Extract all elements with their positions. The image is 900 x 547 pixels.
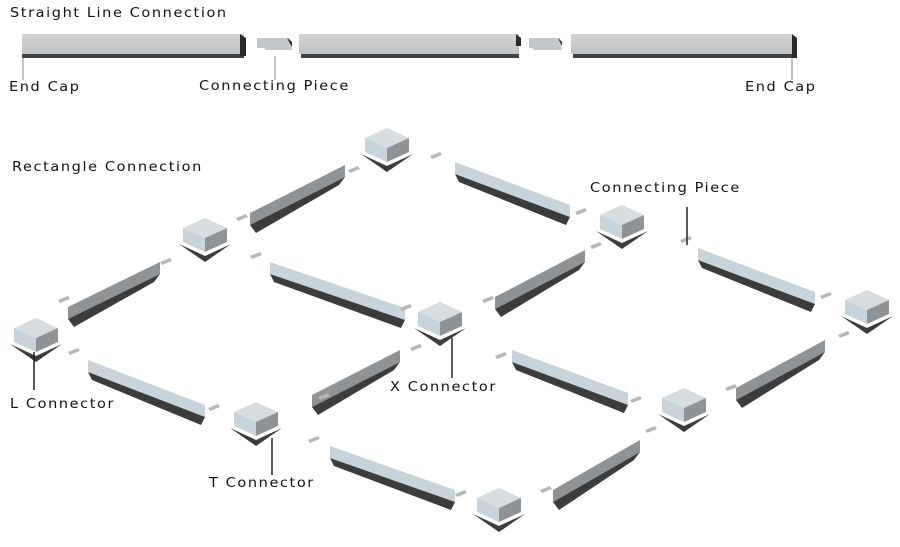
connecting-piece <box>482 296 494 303</box>
x-connector-base <box>414 328 466 346</box>
l-connector-label: L Connector <box>10 397 116 412</box>
l-connector-face <box>387 138 409 162</box>
t-connector-face <box>600 215 622 239</box>
straight-line-assembly <box>22 34 797 80</box>
t-connector-face <box>183 228 205 252</box>
end-cap-label-left: End Cap <box>9 80 81 95</box>
t-connector-base <box>596 231 648 249</box>
track-profile-shadow <box>270 274 405 328</box>
straight-line-title: Straight Line Connection <box>10 6 228 21</box>
connecting-piece <box>257 38 292 50</box>
track-profile-shadow <box>495 262 585 317</box>
x-connector-face <box>440 312 462 336</box>
connecting-piece-label-straight: Connecting Piece <box>199 79 350 94</box>
connecting-piece <box>645 426 657 433</box>
connecting-piece <box>838 331 850 338</box>
connecting-piece <box>208 404 220 411</box>
t-connector-base <box>658 414 710 432</box>
connecting-piece <box>236 214 248 221</box>
track-profile <box>330 446 455 502</box>
l-connector-base <box>361 154 413 172</box>
connecting-piece <box>590 242 602 249</box>
rectangle-title: Rectangle Connection <box>12 160 203 175</box>
connecting-piece <box>575 208 587 215</box>
connecting-piece <box>455 490 467 497</box>
end-cap-label-right: End Cap <box>745 80 817 95</box>
x-connector-label: X Connector <box>390 380 497 395</box>
track-profile-shadow <box>330 458 455 510</box>
track-profile <box>736 340 825 400</box>
track-profile-shadow <box>698 260 815 312</box>
track-profile <box>68 262 160 319</box>
track-profile-shadow <box>512 362 628 413</box>
t-connector-face <box>256 412 278 436</box>
track-profile-shadow <box>250 177 345 233</box>
track-profile-shadow <box>455 174 570 225</box>
connecting-piece <box>400 304 412 311</box>
connecting-piece <box>410 344 422 351</box>
connecting-piece <box>725 384 737 391</box>
track-profile <box>455 162 570 217</box>
track-profile <box>312 350 400 407</box>
l-connector-base <box>841 316 893 334</box>
l-connector-face <box>365 138 387 162</box>
l-connector-base <box>473 514 525 532</box>
track-profile-shadow <box>88 372 205 425</box>
t-connector-label: T Connector <box>209 476 315 491</box>
t-connector-face <box>662 398 684 422</box>
t-connector-base <box>230 428 282 446</box>
track-profile <box>553 440 640 502</box>
connecting-piece-label-rect: Connecting Piece <box>590 181 741 196</box>
l-connector-face <box>14 328 36 352</box>
rectangle-assembly <box>10 128 893 532</box>
connecting-piece <box>430 152 442 159</box>
track-profile <box>88 360 205 417</box>
track-segment <box>299 34 521 58</box>
l-connector-face <box>867 300 889 324</box>
t-connector-face <box>234 412 256 436</box>
l-connector-face <box>845 300 867 324</box>
connecting-piece <box>318 393 330 400</box>
connecting-piece <box>680 236 692 243</box>
track-profile <box>250 165 345 225</box>
connecting-piece <box>160 258 172 265</box>
t-connector-face <box>205 228 227 252</box>
track-profile <box>270 262 405 320</box>
track-profile-shadow <box>736 352 825 408</box>
connecting-piece <box>540 486 552 493</box>
track-profile-shadow <box>553 452 640 510</box>
track-segment <box>22 34 246 58</box>
track-profile <box>495 250 585 309</box>
track-profile <box>698 248 815 304</box>
track-segment <box>571 34 797 58</box>
t-connector-face <box>684 398 706 422</box>
t-connector-base <box>179 244 231 262</box>
track-profile-shadow <box>312 362 400 415</box>
connecting-piece <box>820 292 832 299</box>
connecting-piece <box>58 296 70 303</box>
l-connector-base <box>10 344 62 362</box>
connecting-piece <box>630 396 642 403</box>
track-profile <box>512 350 628 405</box>
t-connector-face <box>622 215 644 239</box>
connecting-piece <box>495 352 507 359</box>
connecting-piece <box>348 166 360 173</box>
connecting-piece <box>68 348 80 355</box>
x-connector-face <box>418 312 440 336</box>
connecting-piece <box>308 436 320 443</box>
connecting-piece <box>529 38 562 50</box>
l-connector-face <box>477 498 499 522</box>
track-profile-shadow <box>68 274 160 327</box>
l-connector-face <box>36 328 58 352</box>
connecting-piece <box>250 252 262 259</box>
l-connector-face <box>499 498 521 522</box>
